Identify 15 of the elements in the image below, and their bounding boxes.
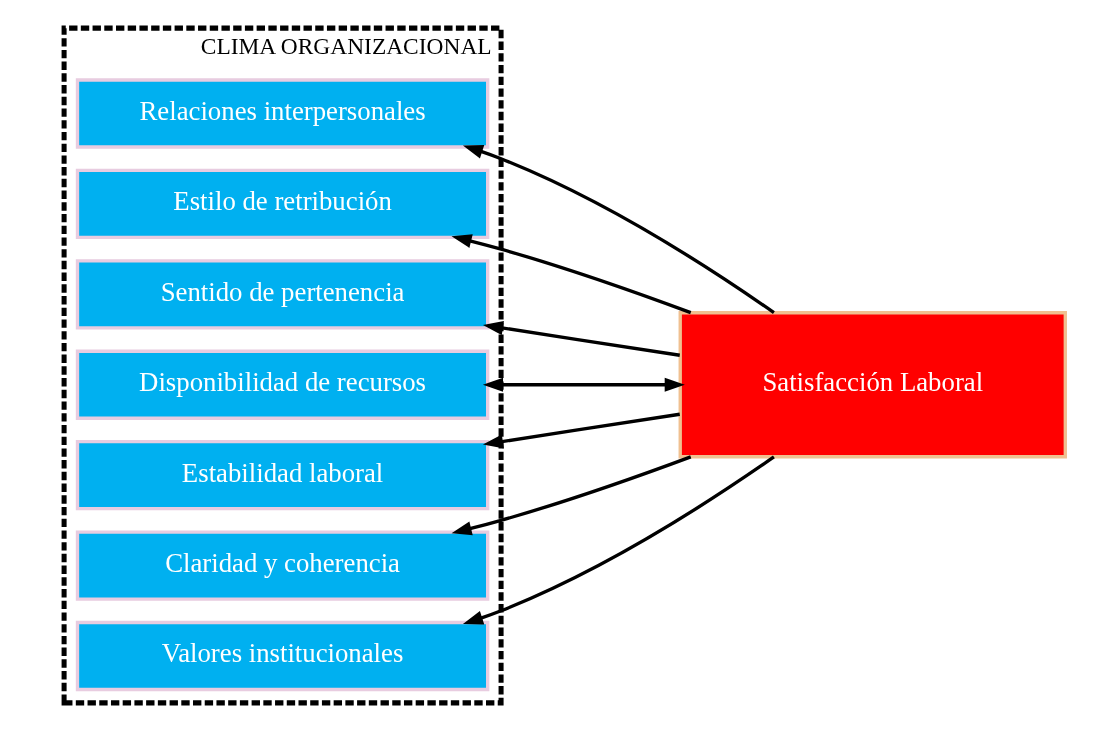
node-box: Valores institucionales	[75, 620, 489, 692]
node-box: Estilo de retribución	[75, 168, 489, 240]
arrow	[451, 234, 691, 315]
arrow	[482, 377, 685, 392]
arrow	[482, 321, 680, 357]
arrow	[482, 412, 680, 449]
node-box: Estabilidad laboral	[75, 440, 489, 511]
node-box: Satisfacción Laboral	[678, 311, 1067, 459]
node-box: Claridad y coherencia	[75, 530, 489, 601]
arrow	[451, 455, 691, 536]
node-box: Disponibilidad de recursos	[75, 349, 489, 420]
arrow	[462, 455, 775, 625]
arrow	[462, 145, 775, 314]
node-box: Relaciones interpersonales	[75, 78, 489, 149]
node-box: Sentido de pertenencia	[75, 259, 489, 330]
